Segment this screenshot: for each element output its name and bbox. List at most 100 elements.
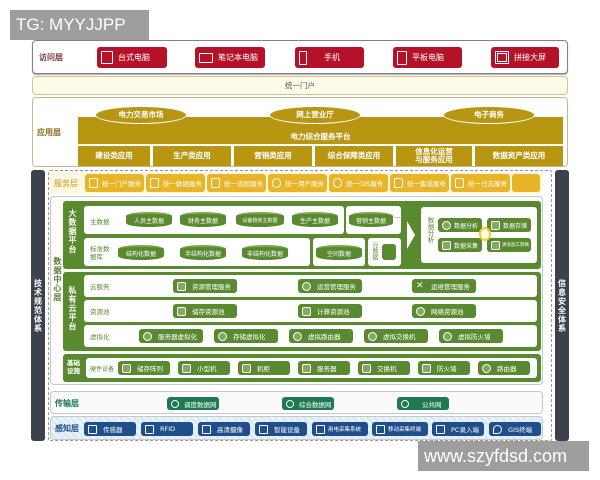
db-unstructured[interactable]: 非结构化数据 — [242, 245, 288, 260]
db-personnel[interactable]: 人员主数据 — [126, 212, 172, 227]
hw-minicomputer[interactable]: 小型机 — [178, 361, 230, 375]
db-equipment[interactable]: 设备物资主数据 — [236, 212, 284, 227]
storage-array-icon — [122, 363, 131, 373]
svc-integration[interactable]: 统一集成服务 — [390, 174, 449, 192]
hw-server[interactable]: 服务器 — [298, 361, 350, 375]
app-production[interactable]: 生产类应用 — [153, 146, 231, 166]
access-item-laptop[interactable]: 笔记本电脑 — [195, 47, 265, 68]
tools-icon: ✕ — [416, 280, 424, 291]
transport-layer: 传输层 调度数据网 综合数据网 公共网 — [50, 391, 543, 414]
app-it-operations[interactable]: 信息化运营 与服务应用 — [396, 146, 472, 166]
hardware-label: 硬件设备 — [90, 366, 115, 373]
net-public[interactable]: 公共网 — [397, 397, 449, 410]
hw-router[interactable]: 路由器 — [478, 361, 530, 375]
collection-icon — [442, 240, 451, 250]
phone-icon — [299, 50, 307, 65]
oval-power-trading-market[interactable]: 电力交易市场 — [95, 106, 187, 124]
db-semi-structured[interactable]: 半结构化数据 — [180, 245, 226, 260]
sense-rfid[interactable]: RFID — [141, 422, 193, 436]
virt-switch[interactable]: 虚拟交换机 — [364, 329, 428, 343]
cloud-service-row: 云服务 资源管理服务 运营管理服务 ✕运维管理服务 — [84, 275, 537, 297]
antenna-icon — [259, 424, 268, 434]
camera-icon — [202, 424, 211, 434]
app-data-assets[interactable]: 数据资产类应用 — [475, 146, 563, 166]
application-layer: 应用层 电力交易市场 网上营业厅 电子商务 电力综合服务平台 建设类应用 生产类… — [32, 97, 568, 167]
laptop-icon — [199, 52, 213, 63]
person-gear-icon — [302, 281, 311, 291]
cloud-server-icon — [143, 331, 152, 341]
virt-server[interactable]: 服务器虚拟化 — [139, 329, 203, 343]
process-icon — [211, 178, 220, 188]
map-pin-icon — [493, 424, 502, 434]
unified-portal[interactable]: 统一门户 — [32, 76, 568, 95]
net-integrated[interactable]: 综合数据网 — [282, 397, 334, 410]
virt-router[interactable]: 虚拟路由器 — [289, 329, 353, 343]
virt-storage[interactable]: 存储虚拟化 — [214, 329, 278, 343]
app-marketing[interactable]: 营销类应用 — [234, 146, 312, 166]
storage-icon — [177, 306, 186, 316]
net-dispatch[interactable]: 调度数据网 — [167, 397, 219, 410]
more-ellipsis: ... — [394, 212, 401, 220]
sense-gis-terminal[interactable]: GIS终端 — [489, 422, 541, 436]
meter-icon — [316, 424, 325, 434]
sense-smart-device[interactable]: 智能设备 — [255, 422, 307, 436]
sense-pc-input[interactable]: PC录入端 — [432, 422, 484, 436]
cloud-resource-mgmt[interactable]: 资源管理服务 — [173, 279, 237, 293]
db-finance[interactable]: 财务主数据 — [180, 212, 226, 227]
svc-user[interactable]: 统一用户服务 — [268, 174, 327, 192]
perception-layer: 感知层 传感器 RFID 高清摄像 智能设备 用电采集系统 移动采集终端 PC录… — [50, 416, 543, 440]
internet-icon — [401, 399, 409, 408]
svc-gis[interactable]: 统一GIS服务 — [329, 174, 388, 192]
data-center-label: 数据中心层 — [53, 257, 62, 302]
svc-process[interactable]: 统一流程服务 — [207, 174, 266, 192]
proc-storage[interactable]: 数据存储 — [487, 218, 531, 232]
globe-icon — [416, 306, 425, 316]
db-spatial[interactable]: 空间数据 — [316, 245, 362, 260]
hw-cabinet[interactable]: 机柜 — [238, 361, 290, 375]
cloud-maintenance-mgmt[interactable]: ✕运维管理服务 — [412, 279, 476, 293]
sense-mobile-terminal[interactable]: 移动采集终端 — [372, 422, 428, 436]
monitor-icon — [177, 281, 186, 291]
db-structured[interactable]: 结构化数据 — [118, 245, 164, 260]
hw-storage-array[interactable]: 储存阵列 — [118, 361, 170, 375]
metadata-label: 元数据 — [371, 242, 378, 260]
platform-label: 电力综合服务平台 — [290, 132, 351, 141]
virt-firewall[interactable]: 虚拟防火墙 — [439, 329, 503, 343]
proc-etl[interactable]: 清洗加工转换 — [487, 238, 531, 252]
access-item-video-wall[interactable]: 拼接大屏 — [491, 47, 559, 68]
svc-data[interactable]: 统一数据服务 — [146, 174, 205, 192]
proc-analysis[interactable]: 数据分析 — [438, 218, 482, 232]
oval-e-commerce[interactable]: 电子商务 — [443, 106, 535, 124]
db-production[interactable]: 生产主数据 — [292, 212, 338, 227]
chart-icon — [150, 178, 159, 188]
access-item-desktop[interactable]: 台式电脑 — [97, 47, 167, 68]
hw-switch[interactable]: 交换机 — [358, 361, 410, 375]
globe-icon — [286, 399, 294, 408]
proc-collection[interactable]: 数据采集 — [438, 238, 482, 252]
app-support[interactable]: 综合保障类应用 — [315, 146, 393, 166]
oval-online-service-hall[interactable]: 网上营业厅 — [269, 106, 361, 124]
svc-log[interactable]: 统一日志服务 — [451, 174, 510, 192]
svc-portal[interactable]: 统一门户服务 — [85, 174, 144, 192]
app-construction[interactable]: 建设类应用 — [78, 146, 150, 166]
sense-sensor[interactable]: 传感器 — [84, 422, 136, 436]
metadata-box[interactable]: 元数据 — [368, 238, 401, 266]
transport-layer-label: 传输层 — [55, 399, 79, 408]
pool-compute[interactable]: 计算资源池 — [298, 304, 362, 318]
application-layer-label: 应用层 — [37, 128, 61, 137]
access-item-phone[interactable]: 手机 — [295, 47, 364, 68]
svc-empty[interactable] — [512, 174, 540, 192]
sense-hd-camera[interactable]: 高清摄像 — [198, 422, 250, 436]
pool-storage[interactable]: 储存资源池 — [173, 304, 237, 318]
arrow-icon — [407, 221, 415, 249]
service-layer: 服务层 统一门户服务 统一数据服务 统一流程服务 统一用户服务 统一GIS服务 … — [50, 172, 543, 194]
cloud-operation-mgmt[interactable]: 运营管理服务 — [298, 279, 362, 293]
sense-power-collection[interactable]: 用电采集系统 — [312, 422, 368, 436]
cloud-firewall-icon — [443, 331, 452, 341]
virtualization-row: 虚拟化 服务器虚拟化 存储虚拟化 虚拟路由器 虚拟交换机 虚拟防火墙 — [84, 325, 537, 347]
pool-network[interactable]: 网络资源池 — [412, 304, 476, 318]
access-item-tablet[interactable]: 平板电脑 — [393, 47, 462, 68]
db-marketing[interactable]: 营销主数据 — [349, 212, 393, 227]
hw-firewall[interactable]: 防火墙 — [418, 361, 470, 375]
master-data-label: 主数据 — [90, 218, 110, 226]
